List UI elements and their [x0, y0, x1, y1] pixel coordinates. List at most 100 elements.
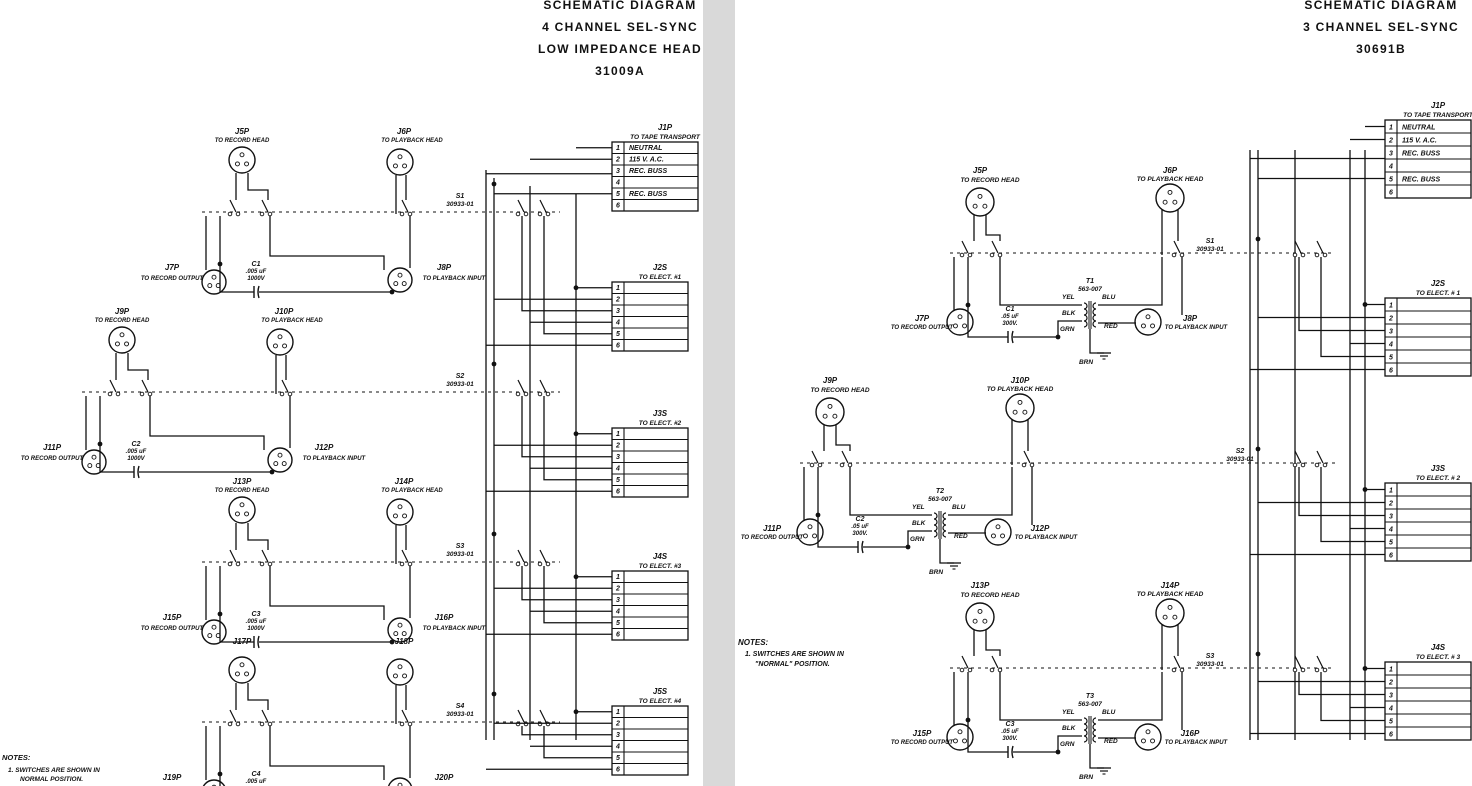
switch-contact: [109, 379, 117, 393]
switch-id: S4: [456, 703, 465, 710]
capacitor-symbol: [861, 540, 864, 554]
switch-terminal: [989, 667, 995, 673]
terminal-strip-label: TO ELECT. # 1: [1416, 290, 1461, 297]
connector-pin: [239, 152, 245, 158]
playback-head-label: TO PLAYBACK HEAD: [381, 488, 443, 494]
switch-contact: [229, 199, 237, 213]
switch-terminal: [523, 561, 529, 567]
record-output-id: J15P: [913, 729, 932, 738]
wire: [1320, 257, 1385, 358]
switch-contact: [401, 199, 409, 213]
transformer-coil: [1092, 729, 1097, 737]
junction-dot: [217, 611, 223, 617]
connector-pin: [282, 343, 287, 349]
switch-contact: [141, 379, 149, 393]
switch-terminal: [259, 721, 265, 727]
wire-color: BLU: [952, 504, 966, 511]
junction-dot: [1362, 666, 1368, 671]
record-head-connector: [965, 187, 995, 217]
terminal-label: NEUTRAL: [1402, 125, 1435, 132]
transformer-coil: [1083, 314, 1088, 322]
connector-pin: [273, 343, 278, 349]
title-line: SCHEMATIC DIAGRAM: [543, 0, 697, 12]
switch-terminal: [515, 561, 521, 567]
record-output-connector: [81, 449, 107, 475]
record-output-label: TO RECORD OUTPUT: [21, 456, 85, 462]
record-output-id: J11P: [43, 443, 62, 452]
terminal-label: REC. BUSS: [629, 168, 667, 175]
playback-input-connector: [984, 518, 1012, 546]
terminal-strip-label: TO ELECT. # 2: [1416, 475, 1461, 482]
terminal-strip-id: J4S: [653, 552, 668, 561]
transformer-coil: [1092, 308, 1097, 316]
connector-pin: [957, 314, 963, 320]
capacitor-value: .005 uF: [246, 779, 267, 785]
record-output-label: TO RECORD OUTPUT: [741, 535, 805, 541]
terminal-number: 4: [1388, 164, 1393, 171]
transformer-part: 563-007: [928, 496, 952, 503]
wire: [269, 216, 385, 270]
connector-pin: [1145, 314, 1151, 320]
connector-pin: [972, 203, 978, 209]
transformer-coil: [1083, 717, 1088, 725]
connector-pin: [211, 784, 217, 786]
switch-id: S2: [456, 373, 465, 380]
connector-pin: [807, 524, 813, 530]
wire: [543, 566, 612, 624]
terminal-number: 2: [1388, 680, 1393, 687]
wire: [1298, 467, 1385, 517]
wire: [967, 672, 1008, 753]
wire-color: BLU: [1102, 294, 1116, 301]
wire-color: YEL: [1062, 709, 1075, 716]
wire: [1089, 329, 1104, 354]
connector-pin: [812, 533, 818, 539]
transformer-coil: [1083, 320, 1088, 328]
capacitor-id: C3: [1006, 721, 1015, 728]
connector-pin: [281, 461, 287, 467]
playback-input-id: J16P: [1181, 729, 1200, 738]
drawing-number: 31009A: [595, 64, 645, 78]
switch-contact: [281, 379, 289, 393]
connector-pin: [244, 511, 250, 517]
record-head-label: TO RECORD HEAD: [960, 592, 1019, 599]
note-line: NORMAL POSITION.: [20, 776, 83, 783]
transformer-part: 563-007: [1078, 701, 1102, 708]
connector-pin: [397, 272, 403, 278]
wire: [1098, 257, 1163, 306]
record-output-id: J15P: [163, 613, 182, 622]
wire-color: BRN: [1079, 774, 1093, 781]
transformer-coil: [933, 518, 938, 526]
terminal-strip-id: J4S: [1431, 643, 1446, 652]
wire: [1298, 257, 1385, 332]
connector-pin: [972, 618, 978, 624]
playback-input-id: J8P: [1183, 314, 1198, 323]
wire-color: BLK: [912, 520, 927, 527]
junction-dot: [1255, 446, 1261, 452]
wire: [219, 216, 254, 293]
switch-part: 30933-01: [1196, 246, 1224, 253]
wire: [269, 566, 385, 620]
terminal-number: 6: [616, 632, 620, 639]
connector-pin: [1022, 409, 1028, 415]
terminal-number: 4: [1388, 706, 1393, 713]
transformer-part: 563-007: [1078, 286, 1102, 293]
connector-pin: [207, 283, 213, 289]
terminal-number: 3: [616, 308, 620, 315]
transformer-id: T3: [1086, 693, 1094, 700]
transformer-id: T1: [1086, 278, 1094, 285]
terminal-number: 2: [1388, 501, 1393, 508]
title-line: 3 CHANNEL SEL-SYNC: [1303, 20, 1459, 34]
terminal-label: NEUTRAL: [629, 145, 662, 152]
wire: [521, 726, 612, 736]
terminal-number: 3: [616, 597, 620, 604]
switch-terminal: [399, 211, 405, 217]
switch-terminal: [227, 561, 233, 567]
switch-terminal: [1029, 462, 1035, 468]
terminal-number: 6: [1389, 190, 1393, 197]
switch-terminal: [523, 211, 529, 217]
record-output-connector: [946, 308, 974, 336]
connector-pin: [1141, 323, 1146, 329]
wire: [247, 173, 269, 200]
terminal-number: 4: [615, 320, 620, 327]
wire: [939, 539, 954, 564]
